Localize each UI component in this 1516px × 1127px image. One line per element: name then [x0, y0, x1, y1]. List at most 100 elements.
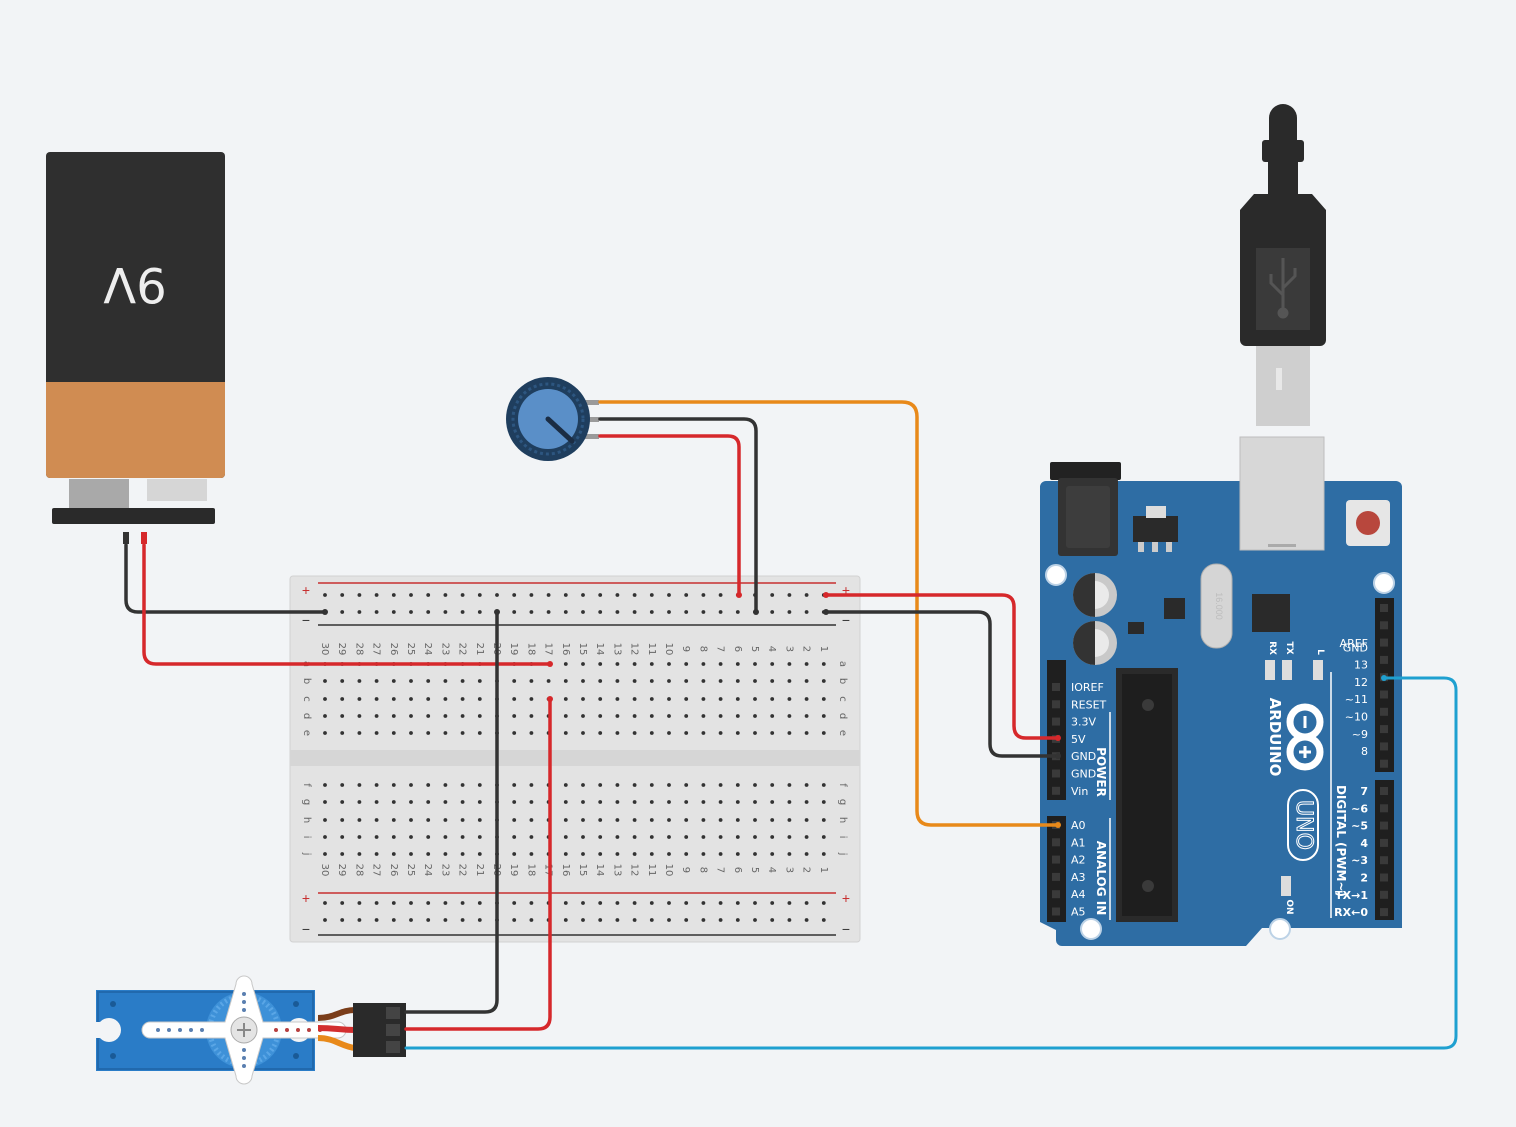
terminal-hole[interactable] — [426, 818, 431, 822]
terminal-hole[interactable] — [632, 662, 637, 666]
rail-hole[interactable] — [632, 901, 637, 905]
terminal-hole[interactable] — [770, 852, 775, 856]
rail-hole[interactable] — [391, 593, 396, 597]
terminal-hole[interactable] — [753, 783, 757, 787]
usb-cable[interactable] — [1240, 104, 1326, 426]
rail-hole[interactable] — [804, 593, 809, 597]
rail-hole[interactable] — [512, 901, 517, 905]
rail-hole[interactable] — [581, 918, 585, 922]
terminal-hole[interactable] — [529, 800, 534, 804]
rail-hole[interactable] — [563, 593, 568, 597]
terminal-hole[interactable] — [821, 731, 826, 735]
servo-motor[interactable] — [96, 975, 406, 1085]
terminal-hole[interactable] — [667, 818, 671, 822]
wire-gnd[interactable] — [824, 610, 1060, 758]
terminal-hole[interactable] — [426, 714, 431, 718]
terminal-hole[interactable] — [632, 731, 637, 735]
terminal-hole[interactable] — [391, 697, 396, 701]
terminal-hole[interactable] — [649, 662, 654, 666]
terminal-hole[interactable] — [357, 783, 362, 787]
rail-hole[interactable] — [546, 610, 551, 614]
terminal-hole[interactable] — [357, 697, 362, 701]
digital-pin[interactable] — [1380, 707, 1388, 716]
terminal-hole[interactable] — [323, 818, 327, 822]
terminal-hole[interactable] — [735, 818, 740, 822]
terminal-hole[interactable] — [529, 818, 534, 822]
terminal-hole[interactable] — [718, 731, 723, 735]
terminal-hole[interactable] — [443, 818, 448, 822]
terminal-hole[interactable] — [735, 679, 740, 683]
terminal-hole[interactable] — [460, 783, 465, 787]
terminal-hole[interactable] — [460, 731, 465, 735]
terminal-hole[interactable] — [529, 679, 534, 683]
terminal-hole[interactable] — [340, 852, 345, 856]
terminal-hole[interactable] — [615, 800, 620, 804]
terminal-hole[interactable] — [667, 731, 671, 735]
terminal-hole[interactable] — [563, 679, 568, 683]
power-pin[interactable] — [1052, 769, 1060, 778]
terminal-hole[interactable] — [581, 679, 585, 683]
rail-hole[interactable] — [718, 593, 723, 597]
terminal-hole[interactable] — [357, 679, 362, 683]
terminal-hole[interactable] — [787, 731, 792, 735]
terminal-hole[interactable] — [787, 783, 792, 787]
terminal-hole[interactable] — [753, 800, 757, 804]
power-pin[interactable] — [1052, 700, 1060, 709]
terminal-hole[interactable] — [787, 800, 792, 804]
terminal-hole[interactable] — [409, 800, 413, 804]
terminal-hole[interactable] — [374, 800, 379, 804]
terminal-hole[interactable] — [477, 852, 482, 856]
rail-hole[interactable] — [357, 901, 362, 905]
terminal-hole[interactable] — [443, 852, 448, 856]
rail-hole[interactable] — [323, 901, 327, 905]
terminal-hole[interactable] — [684, 714, 689, 718]
terminal-hole[interactable] — [598, 852, 603, 856]
terminal-hole[interactable] — [718, 679, 723, 683]
terminal-hole[interactable] — [787, 835, 792, 839]
terminal-hole[interactable] — [718, 662, 723, 666]
rail-hole[interactable] — [391, 610, 396, 614]
rail-hole[interactable] — [804, 918, 809, 922]
rail-hole[interactable] — [632, 593, 637, 597]
rail-hole[interactable] — [684, 593, 689, 597]
terminal-hole[interactable] — [581, 835, 585, 839]
terminal-hole[interactable] — [391, 800, 396, 804]
terminal-hole[interactable] — [512, 800, 517, 804]
terminal-hole[interactable] — [753, 852, 757, 856]
terminal-hole[interactable] — [598, 697, 603, 701]
terminal-hole[interactable] — [426, 800, 431, 804]
rail-hole[interactable] — [701, 918, 706, 922]
terminal-hole[interactable] — [753, 835, 757, 839]
terminal-hole[interactable] — [581, 731, 585, 735]
terminal-hole[interactable] — [735, 731, 740, 735]
terminal-hole[interactable] — [615, 852, 620, 856]
rail-hole[interactable] — [787, 901, 792, 905]
terminal-hole[interactable] — [460, 800, 465, 804]
power-pin[interactable] — [1052, 786, 1060, 795]
terminal-hole[interactable] — [753, 662, 757, 666]
terminal-hole[interactable] — [770, 835, 775, 839]
rail-hole[interactable] — [735, 610, 740, 614]
digital-pin[interactable] — [1380, 908, 1388, 917]
rail-hole[interactable] — [563, 918, 568, 922]
terminal-hole[interactable] — [667, 679, 671, 683]
rail-hole[interactable] — [409, 901, 413, 905]
terminal-hole[interactable] — [598, 714, 603, 718]
rail-hole[interactable] — [684, 610, 689, 614]
terminal-hole[interactable] — [340, 697, 345, 701]
wire-battery-positive[interactable] — [142, 543, 552, 666]
terminal-hole[interactable] — [323, 731, 327, 735]
terminal-hole[interactable] — [615, 679, 620, 683]
terminal-hole[interactable] — [426, 783, 431, 787]
rail-hole[interactable] — [649, 918, 654, 922]
terminal-hole[interactable] — [735, 783, 740, 787]
terminal-hole[interactable] — [581, 697, 585, 701]
terminal-hole[interactable] — [753, 818, 757, 822]
terminal-hole[interactable] — [323, 679, 327, 683]
rail-hole[interactable] — [460, 593, 465, 597]
wire-servo-power[interactable] — [404, 697, 552, 1031]
terminal-hole[interactable] — [804, 835, 809, 839]
terminal-hole[interactable] — [804, 679, 809, 683]
terminal-hole[interactable] — [718, 800, 723, 804]
digital-pin[interactable] — [1380, 759, 1388, 768]
